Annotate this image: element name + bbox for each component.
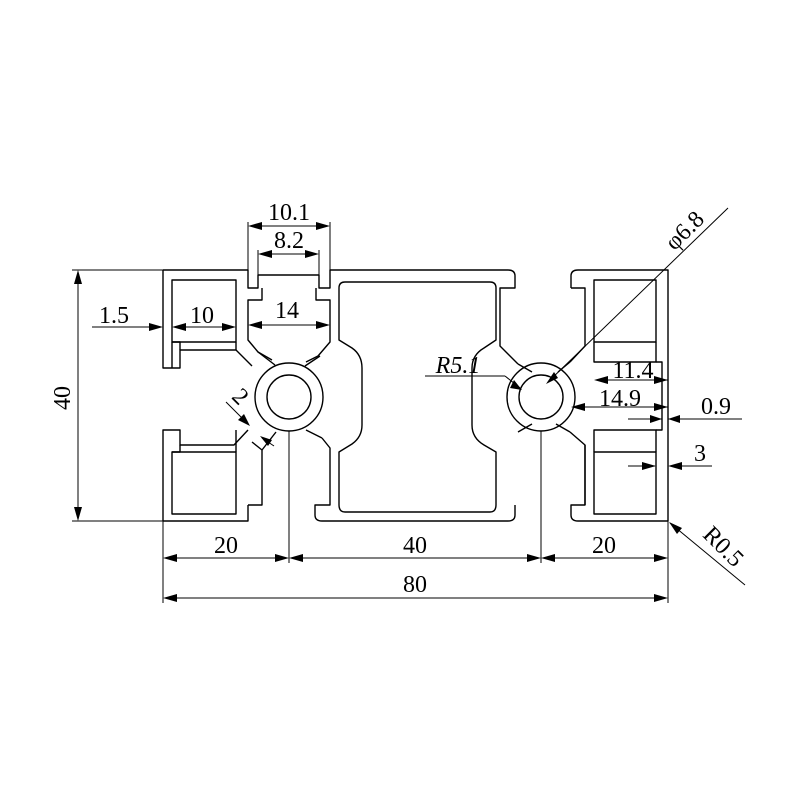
dim-core-radius: R5.1: [435, 353, 481, 379]
dim-center-pitch: 40: [403, 533, 427, 559]
dim-corner-radius: R0.5: [697, 522, 748, 573]
dim-right-cavity-b: 14.9: [599, 386, 641, 412]
dim-overall-height: 40: [50, 386, 76, 410]
dim-left-pitch: 20: [214, 533, 238, 559]
profile-outline: [162, 269, 669, 522]
dim-left-cavity: 10: [190, 303, 214, 329]
dim-slot-outer: 10.1: [268, 200, 310, 226]
dim-slot-inner: 8.2: [274, 228, 304, 254]
dim-right-pitch: 20: [592, 533, 616, 559]
dim-left-wall: 1.5: [99, 303, 129, 329]
dim-slot-width: 14: [275, 298, 299, 324]
dim-side-step: 3: [694, 441, 706, 467]
dim-lip-thickness: 0.9: [701, 394, 731, 420]
dim-right-cavity-a: 11.4: [612, 358, 653, 384]
dimension-lines: [72, 207, 746, 603]
dimension-labels: 40 10.1 8.2 1.5 10 14 2 R5.1 φ6.8 11.4 1…: [50, 200, 748, 598]
dim-bore-diameter: φ6.8: [660, 206, 709, 255]
dim-overall-width: 80: [403, 572, 427, 598]
